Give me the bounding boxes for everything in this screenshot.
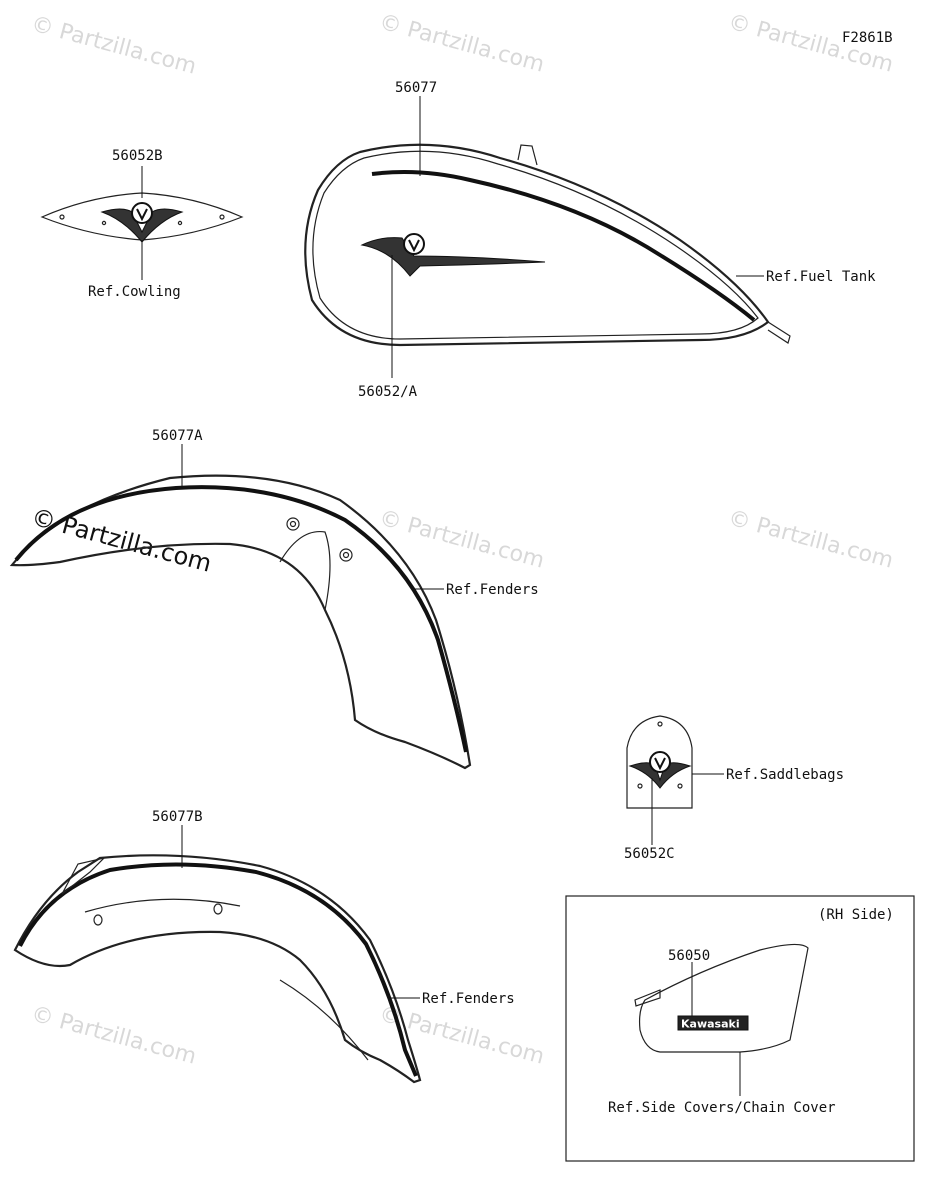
ref-label-front-fenders: Ref.Fenders	[446, 582, 539, 598]
fender-bolt-icon	[286, 517, 300, 531]
front-fender-assembly: 56077A Ref.Fenders	[9, 428, 539, 770]
fender-bolt-icon	[93, 914, 103, 926]
watermark: © Partzilla.com	[376, 506, 546, 574]
mount-hole	[637, 783, 643, 789]
rear-fender-tip	[61, 856, 106, 895]
watermark: © Partzilla.com	[28, 12, 198, 80]
watermark-group: © Partzilla.com © Partzilla.com © Partzi…	[28, 10, 895, 1070]
front-fender-stripe-decal	[14, 485, 468, 753]
figure-code: F2861B	[842, 30, 893, 46]
side-cover-frame	[565, 895, 915, 1162]
front-fender-outline	[9, 474, 472, 770]
tank-v-badge-icon	[403, 233, 425, 255]
cowling-panel	[40, 192, 244, 241]
watermark-foreground: © Partzilla.com	[28, 503, 214, 578]
mount-hole	[177, 220, 183, 226]
fender-bolt-icon	[342, 551, 350, 559]
rear-fender-inner-line	[84, 898, 241, 913]
rear-fender-assembly: 56077B Ref.Fenders	[13, 809, 515, 1084]
part-number-56052b: 56052B	[112, 148, 163, 164]
part-number-56077: 56077	[395, 80, 437, 96]
part-number-56077b: 56077B	[152, 809, 203, 825]
fender-bolt-icon	[339, 548, 353, 562]
cowling-emblem-assembly: 56052B Ref.Cowling	[40, 148, 244, 300]
part-number-56050: 56050	[668, 948, 710, 964]
v-emblem-icon	[100, 208, 184, 243]
mount-hole	[657, 721, 663, 727]
v-letter-icon	[136, 208, 148, 222]
ref-label-rear-fenders: Ref.Fenders	[422, 991, 515, 1007]
fuel-cap-icon	[517, 144, 538, 166]
ref-label-side-covers: Ref.Side Covers/Chain Cover	[608, 1100, 836, 1116]
fender-bolt-icon	[213, 903, 223, 915]
v-letter-icon	[654, 757, 666, 771]
side-cover-outline	[638, 943, 809, 1053]
mount-hole	[101, 220, 107, 226]
ref-label-fuel-tank: Ref.Fuel Tank	[766, 269, 876, 285]
fender-strut-icon	[279, 530, 331, 611]
rear-fender-stripe-decal	[18, 862, 418, 1077]
watermark: © Partzilla.com	[376, 10, 546, 78]
part-number-56052a: 56052/A	[358, 384, 418, 400]
tank-stripe-decal	[371, 170, 756, 322]
fuel-tank-outline	[304, 143, 770, 347]
tank-rear-tab	[767, 321, 791, 344]
saddlebag-v-badge-icon	[649, 751, 671, 773]
saddlebag-panel	[626, 715, 693, 809]
fuel-tank-inner-outline	[312, 150, 759, 340]
mount-hole	[677, 783, 683, 789]
tank-v-emblem-icon	[360, 237, 546, 277]
kawasaki-logo-plate	[677, 1015, 749, 1031]
fender-bolt-icon	[289, 520, 297, 528]
mount-hole	[219, 214, 225, 220]
watermark: © Partzilla.com	[725, 506, 895, 574]
rear-fender-outline	[13, 854, 422, 1084]
rear-fender-inner-line	[279, 979, 369, 1061]
rh-side-note: (RH Side)	[818, 907, 894, 923]
ref-label-saddlebags: Ref.Saddlebags	[726, 767, 844, 783]
part-number-56052c: 56052C	[624, 846, 675, 862]
kawasaki-logo-text: Kawasaki	[681, 1018, 740, 1031]
mount-hole	[59, 214, 65, 220]
part-number-56077a: 56077A	[152, 428, 203, 444]
side-cover-box: (RH Side) Kawasaki 56050 Ref.Side Covers…	[565, 895, 915, 1162]
ref-label-cowling: Ref.Cowling	[88, 284, 181, 300]
v-emblem-badge-icon	[131, 202, 153, 224]
fuel-tank-assembly: 56077 Ref.Fuel Tank 56052/A	[304, 80, 876, 400]
saddlebag-emblem-assembly: Ref.Saddlebags 56052C	[624, 715, 844, 862]
side-cover-tab	[634, 989, 661, 1007]
v-letter-icon	[408, 239, 420, 253]
watermark: © Partzilla.com	[28, 1002, 198, 1070]
